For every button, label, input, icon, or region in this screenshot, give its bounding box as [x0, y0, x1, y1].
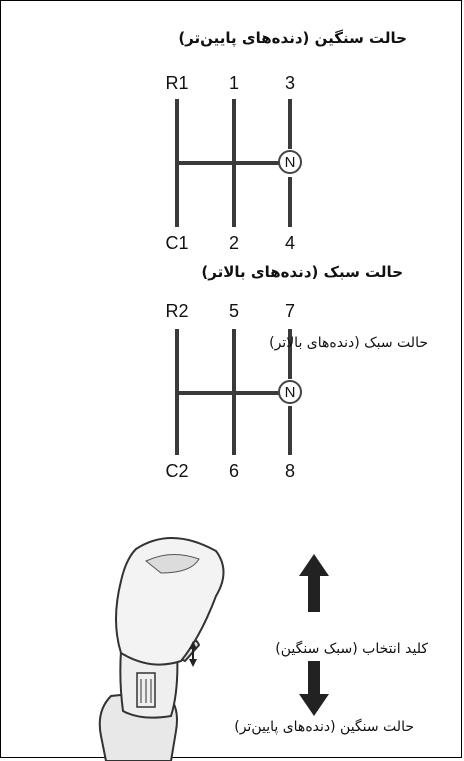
gear-label-6: 6: [228, 461, 240, 481]
gear-label-c2: C2: [165, 461, 189, 481]
gear-label-r2: R2: [165, 301, 189, 321]
gate-line-right-bottom: [288, 406, 292, 455]
gear-label-8: 8: [284, 461, 296, 481]
gear-label-c1: C1: [165, 233, 189, 253]
selector-switch-annotation: کلید انتخاب (سبک سنگین): [275, 641, 428, 657]
up-arrow-icon: [299, 554, 329, 612]
gate-line-horizontal: [175, 161, 279, 165]
heavy-mode-title: حالت سنگین (دنده‌های پایین‌تر): [178, 29, 407, 47]
gear-label-4: 4: [284, 233, 296, 253]
light-mode-title: حالت سبک (دنده‌های بالاتر): [201, 263, 403, 281]
neutral-indicator: N: [278, 150, 302, 174]
gear-label-r1: R1: [165, 73, 189, 93]
gate-line-right-top: [288, 329, 292, 379]
neutral-indicator: N: [278, 380, 302, 404]
light-mode-annotation: حالت سبک (دنده‌های بالاتر): [269, 335, 428, 351]
gear-label-7: 7: [284, 301, 296, 321]
gear-label-1: 1: [228, 73, 240, 93]
gear-knob-icon: [98, 537, 225, 761]
gate-line-horizontal: [175, 391, 279, 395]
gear-label-3: 3: [284, 73, 296, 93]
gear-label-5: 5: [228, 301, 240, 321]
gate-line-right-bottom: [288, 177, 292, 227]
gear-label-2: 2: [228, 233, 240, 253]
gate-line-right-top: [288, 99, 292, 149]
down-arrow-icon: [299, 661, 329, 716]
heavy-mode-annotation: حالت سنگین (دنده‌های پایین‌تر): [234, 719, 414, 735]
